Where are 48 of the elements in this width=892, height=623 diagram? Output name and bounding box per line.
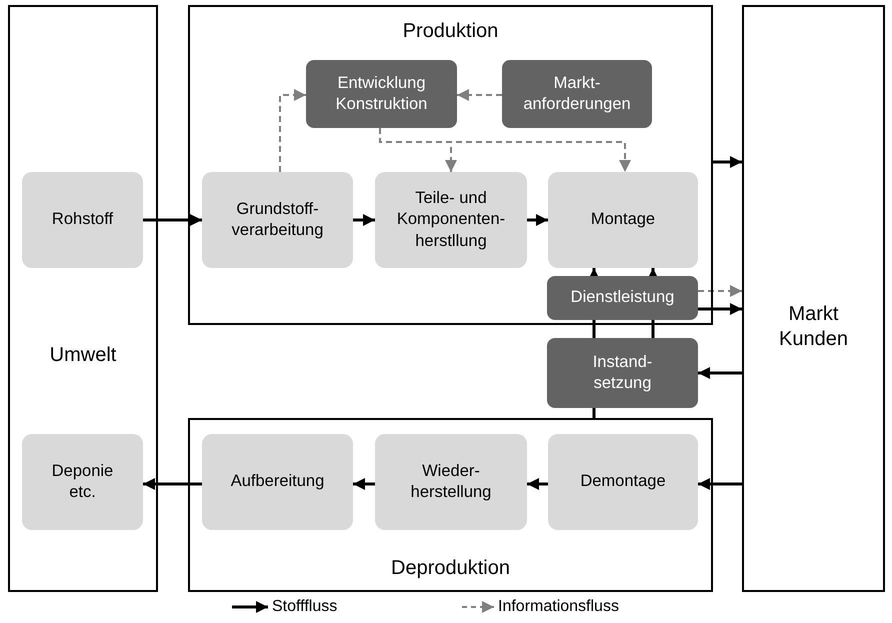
process-box [548,434,698,530]
box-label: Deponie etc. [52,460,114,503]
arrow [698,478,742,490]
box-label: Wieder- herstellung [410,460,492,503]
region-title: Produktion [402,19,498,44]
arrow [143,214,202,226]
box-label: Teile- und Komponenten- herstllung [396,188,506,252]
box-label: Entwicklung Konstruktion [336,72,428,115]
box-label: Demontage [580,471,666,492]
process-box [502,60,652,128]
arrow [713,156,742,168]
box-label: Markt- anforderungen [523,72,631,115]
box-label: Aufbereitung [230,471,324,492]
region-box [8,5,158,592]
process-box [202,434,353,530]
arrow [143,478,202,490]
process-box [306,60,457,128]
region-title: Deproduktion [391,556,510,581]
region-title: Umwelt [50,343,116,368]
region-title: Markt Kunden [779,302,848,352]
process-box [547,276,698,320]
box-label: Montage [590,209,656,230]
process-box [202,172,353,268]
arrow [457,89,502,101]
arrow [527,214,548,226]
arrow [379,128,631,172]
legend-label: Informationsfluss [498,598,619,616]
arrow [698,367,742,379]
arrow [698,285,742,297]
box-label: Dienstleistung [570,287,674,308]
box-label: Grundstoff- verarbeitung [232,198,324,241]
arrow [353,214,375,226]
process-box [547,338,698,408]
box-label: Instand- setzung [592,352,652,394]
region-box [188,418,713,592]
box-label: Rohstoff [52,209,114,230]
process-box [22,434,143,530]
process-box [22,172,143,268]
arrow [698,303,742,315]
region-box [742,5,885,592]
process-box [375,172,527,268]
arrow [527,478,548,490]
region-box [188,5,713,325]
legend-label: Stofffluss [272,598,338,616]
process-box [375,434,527,530]
arrow [353,478,375,490]
process-box [548,172,698,268]
arrow [279,89,306,172]
